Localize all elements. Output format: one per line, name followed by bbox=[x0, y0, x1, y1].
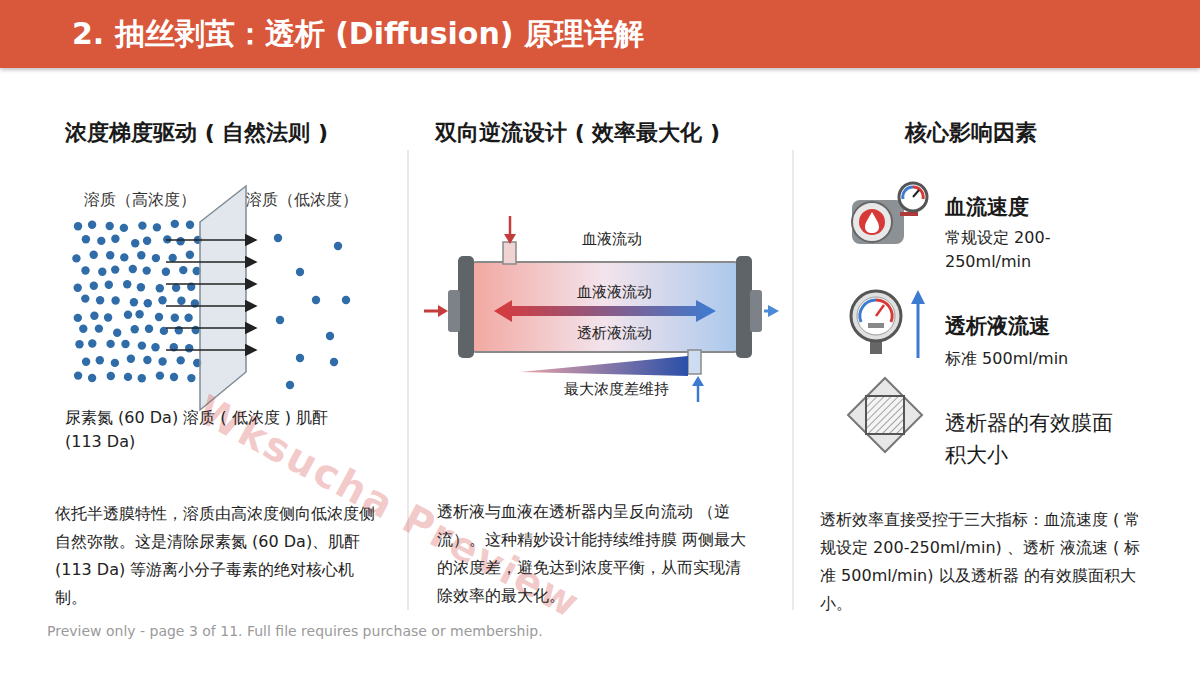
flow-label: 透析液流动 bbox=[554, 322, 674, 345]
column-heading: 核心影响因素 bbox=[905, 118, 1105, 148]
flow-label: 血液液流动 bbox=[554, 281, 674, 304]
footer-note: Preview only - page 3 of 11. Full file r… bbox=[47, 621, 647, 642]
molecule-note: 尿素氮 (60 Da) 溶质 ( 低浓度 ) 肌酐 (113 Da) bbox=[65, 406, 350, 454]
factor-title: 透析液流速 bbox=[945, 311, 1145, 343]
solute-label: 溶质（低浓度） bbox=[246, 188, 396, 212]
body-text: 透析效率直接受控于三大指标：血流速度 ( 常规设定 200-250ml/min)… bbox=[820, 506, 1150, 618]
gradient-label: 最大浓度差维持 bbox=[536, 378, 696, 401]
solute-label: 溶质（高浓度） bbox=[84, 188, 234, 212]
slide-title: 2. 抽丝剥茧：透析 (Diffusion) 原理详解 bbox=[72, 14, 644, 54]
flow-label: 血液流动 bbox=[562, 228, 662, 251]
column-heading: 浓度梯度驱动 ( 自然法则 ) bbox=[65, 118, 345, 148]
factor-value: 常规设定 200-250ml/min bbox=[945, 226, 1085, 274]
column-heading: 双向逆流设计 ( 效率最大化 ) bbox=[435, 118, 735, 148]
body-text: 依托半透膜特性，溶质由高浓度侧向低浓度侧自然弥散。这是清除尿素氮 (60 Da)… bbox=[55, 500, 385, 612]
factor-title: 透析器的有效膜面积大小 bbox=[945, 408, 1115, 471]
body-text: 透析液与血液在透析器内呈反向流动 （逆流）。这种精妙设计能持续维持膜 两侧最大的… bbox=[437, 498, 755, 610]
factor-value: 标准 500ml/min bbox=[945, 347, 1145, 371]
factor-title: 血流速度 bbox=[945, 192, 1145, 224]
